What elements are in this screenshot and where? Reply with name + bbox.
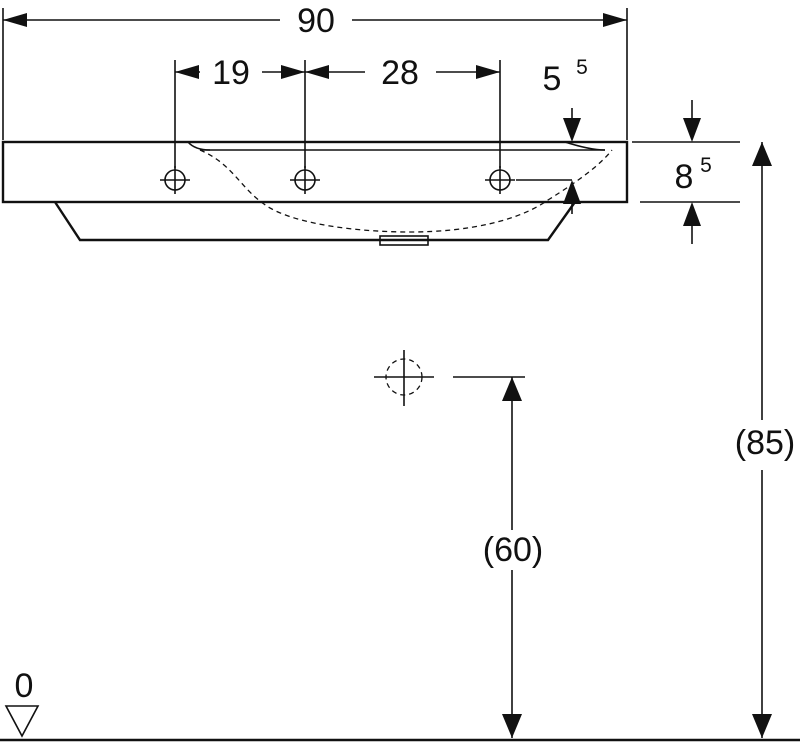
dim-hole-spacing-right: 28	[305, 54, 501, 168]
label-waste-height: (60)	[483, 531, 543, 569]
bowl-hidden-contour	[199, 149, 613, 233]
label-floor-level: 0	[15, 667, 34, 705]
dim-rim-offset: 5 5	[516, 56, 588, 214]
tap-hole-right	[485, 166, 515, 194]
label-hole-spacing-left: 19	[212, 54, 250, 92]
dim-waste-height: (60)	[453, 376, 543, 738]
label-basin-height-superscript: 5	[700, 154, 712, 177]
dim-total-width: 90	[2, 2, 628, 140]
label-total-width: 90	[297, 2, 335, 40]
dim-hole-spacing-left: 19	[174, 54, 306, 168]
label-basin-height: 8	[675, 158, 694, 196]
tap-hole-middle	[290, 166, 320, 194]
floor-level-marker: 0	[4, 667, 40, 738]
label-rim-offset-superscript: 5	[576, 56, 588, 79]
dim-total-height: (85)	[735, 142, 795, 738]
label-rim-offset: 5	[543, 60, 562, 98]
dim-basin-height: 8 5	[632, 100, 740, 244]
tap-hole-left	[160, 166, 190, 194]
waste-outlet-centre-mark	[374, 350, 434, 406]
label-hole-spacing-right: 28	[381, 54, 419, 92]
label-total-height: (85)	[735, 424, 795, 462]
washbasin-outline	[1, 140, 629, 246]
